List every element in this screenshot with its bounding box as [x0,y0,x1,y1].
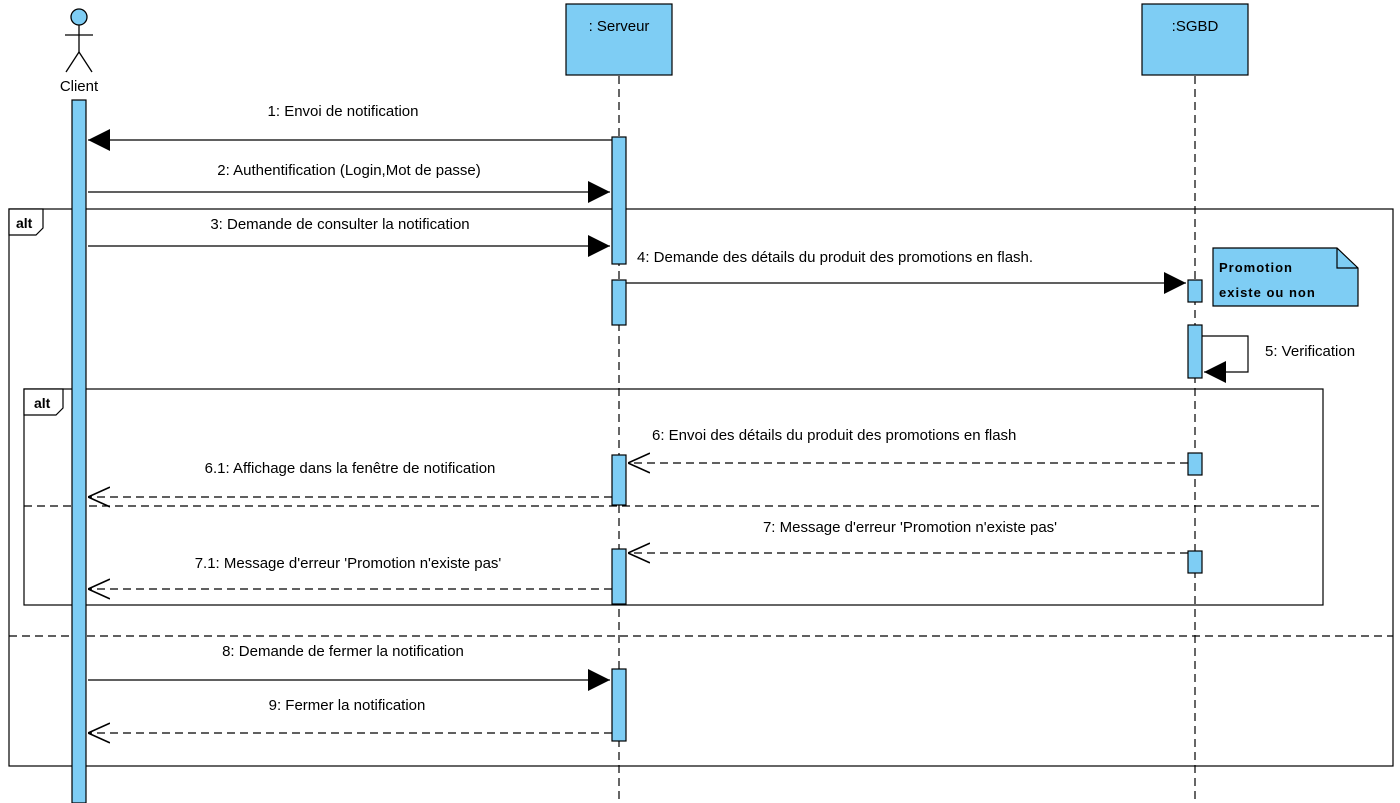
activation-sgbd-2 [1187,324,1203,379]
message-1: 1: Envoi de notification [88,103,612,151]
participant-serveur-label: : Serveur [589,18,650,35]
message-7-label: 7: Message d'erreur 'Promotion n'existe … [763,519,1057,536]
activation-sgbd-3 [1187,452,1203,476]
activation-serveur-5 [611,668,627,742]
stick-figure-icon [65,8,93,73]
note-promotion: Promotion existe ou non [1212,247,1359,307]
activation-serveur-3 [611,454,627,506]
activation-sgbd-1 [1187,279,1203,303]
message-6: 6: Envoi des détails du produit des prom… [628,427,1188,463]
message-3: 3: Demande de consulter la notification [88,216,610,257]
message-6-label: 6: Envoi des détails du produit des prom… [652,427,1016,444]
message-8: 8: Demande de fermer la notification [88,643,610,691]
message-6-1-label: 6.1: Affichage dans la fenêtre de notifi… [205,460,496,477]
message-4-label: 4: Demande des détails du produit des pr… [637,249,1033,266]
outer-frame-tag: alt [16,215,33,231]
participant-sgbd-label: :SGBD [1172,18,1219,35]
message-6-1: 6.1: Affichage dans la fenêtre de notifi… [88,460,612,497]
outer-alt-frame: alt [8,208,1394,767]
inner-frame-tag: alt [34,395,51,411]
message-2-label: 2: Authentification (Login,Mot de passe) [217,162,481,179]
note-line-2: existe ou non [1219,285,1316,300]
activation-client [71,99,87,803]
activation-serveur-2 [611,279,627,326]
message-1-label: 1: Envoi de notification [268,103,419,120]
inner-alt-frame: alt [23,388,1324,606]
message-9: 9: Fermer la notification [88,697,612,733]
actor-label: Client [60,78,99,95]
message-8-label: 8: Demande de fermer la notification [222,643,464,660]
message-9-label: 9: Fermer la notification [269,697,426,714]
message-7-1: 7.1: Message d'erreur 'Promotion n'exist… [88,555,612,589]
activation-sgbd-4 [1187,550,1203,574]
message-5-self: 5: Verification [1202,335,1355,383]
actor-client: Client [60,8,99,95]
message-4: 4: Demande des détails du produit des pr… [626,249,1186,294]
activation-serveur-1 [611,136,627,265]
participant-serveur: : Serveur [565,3,673,76]
message-7: 7: Message d'erreur 'Promotion n'existe … [628,519,1188,553]
participant-sgbd: :SGBD [1141,3,1249,76]
message-7-1-label: 7.1: Message d'erreur 'Promotion n'exist… [195,555,502,572]
message-3-label: 3: Demande de consulter la notification [210,216,469,233]
message-2: 2: Authentification (Login,Mot de passe) [88,162,610,203]
note-line-1: Promotion [1219,260,1293,275]
activation-serveur-4 [611,548,627,605]
message-5-label: 5: Verification [1265,343,1355,360]
